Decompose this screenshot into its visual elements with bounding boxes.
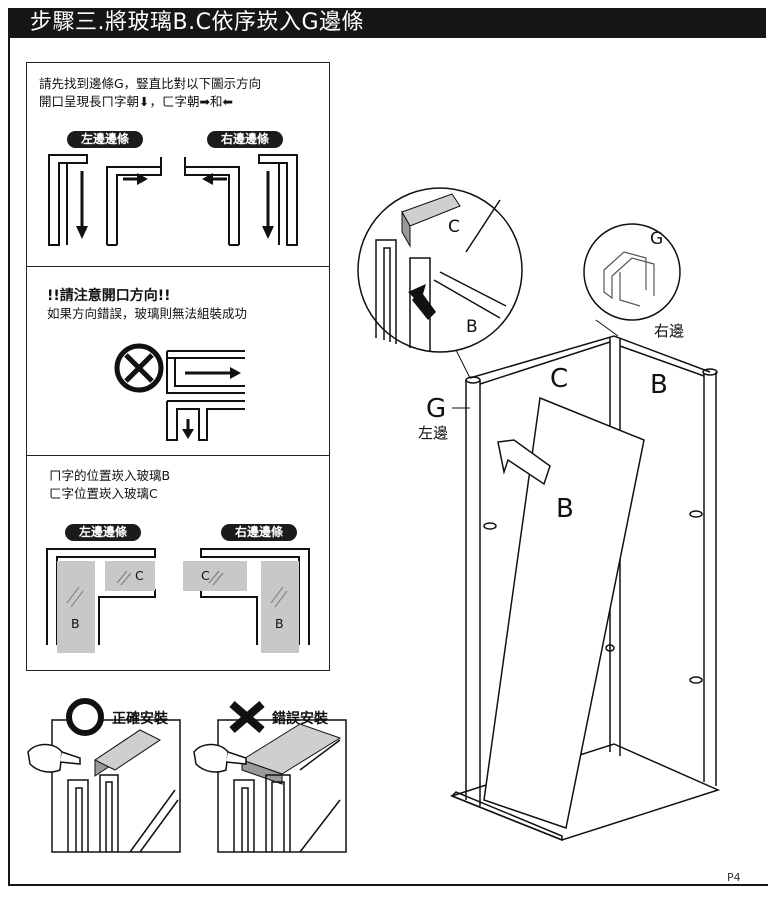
left-strip-profile (48, 154, 162, 246)
frame-bottom-border (8, 884, 768, 886)
panel-illustrations (46, 154, 310, 653)
zoom-detail-circle (357, 187, 523, 353)
wrong-install-label: 錯誤安裝 (272, 711, 328, 727)
section1-line2: 開口呈現長ㄇ字朝⬇，ㄈ字朝➡和⬅ (39, 94, 233, 109)
glass-b-label-right: B (275, 616, 284, 631)
glass-c-label: C (550, 364, 569, 394)
shower-enclosure (449, 335, 721, 842)
insert-arrow-icon (412, 290, 436, 320)
section3-line2: ㄈ字位置崁入玻璃C (49, 486, 158, 501)
strip-g-label: G (426, 394, 447, 424)
zoom-glass-b-label: B (466, 317, 478, 337)
frame-left-border (8, 38, 10, 886)
left-strip-label-2: 左邊邊條 (65, 524, 141, 541)
warning-note: 如果方向錯誤，玻璃則無法組裝成功 (47, 306, 248, 321)
glass-c-label-left: C (135, 568, 144, 583)
right-strip-label-2: 右邊邊條 (221, 524, 297, 541)
zoom-glass-c-label: C (448, 217, 460, 237)
corner-g-label: G (650, 229, 664, 249)
glass-b-right (261, 561, 299, 653)
glass-b-front-label: B (556, 494, 574, 524)
glass-c-label-right: C (201, 568, 210, 583)
glass-c-left (105, 561, 155, 591)
glass-b-left (57, 561, 95, 653)
left-edge-label: 左邊 (418, 424, 449, 442)
insert-direction-arrow-icon (497, 439, 551, 486)
page-number: P4 (727, 871, 741, 884)
wrong-circle-icon (114, 343, 164, 393)
wrong-x-icon (229, 700, 265, 734)
section1-line1: 請先找到邊條G，豎直比對以下圖示方向 (39, 76, 262, 91)
right-strip-label: 右邊邊條 (207, 131, 283, 148)
right-edge-label: 右邊 (654, 322, 685, 340)
wrong-profile (166, 350, 245, 441)
section-divider-2 (27, 455, 329, 456)
correct-circle-icon (66, 698, 104, 736)
section-divider-1 (27, 266, 329, 267)
left-strip-label: 左邊邊條 (67, 131, 143, 148)
page-title: 步驟三.將玻璃B.C依序崁入G邊條 (30, 10, 364, 35)
arrow-left-head (202, 173, 213, 185)
arrow-down-left-head (76, 226, 88, 239)
correct-install-label: 正確安裝 (112, 711, 168, 727)
glass-b-label-left: B (71, 616, 80, 631)
arrow-down-right-head (262, 226, 274, 239)
instruction-panel: 請先找到邊條G，豎直比對以下圖示方向 開口呈現長ㄇ字朝⬇，ㄈ字朝➡和⬅ 左邊邊條… (26, 62, 330, 671)
glass-b-back-label: B (650, 370, 668, 400)
pointing-hand-icon-2 (193, 743, 229, 773)
corner-g-detail-circle (583, 223, 681, 321)
arrow-right-head (137, 173, 148, 185)
warning-text: !!請注意開口方向!! (47, 288, 171, 304)
pointing-hand-icon (27, 743, 63, 773)
right-strip-profile (184, 154, 298, 246)
section3-line1: ㄇ字的位置崁入玻璃B (49, 468, 171, 483)
title-bar: 步驟三.將玻璃B.C依序崁入G邊條 (8, 8, 766, 38)
